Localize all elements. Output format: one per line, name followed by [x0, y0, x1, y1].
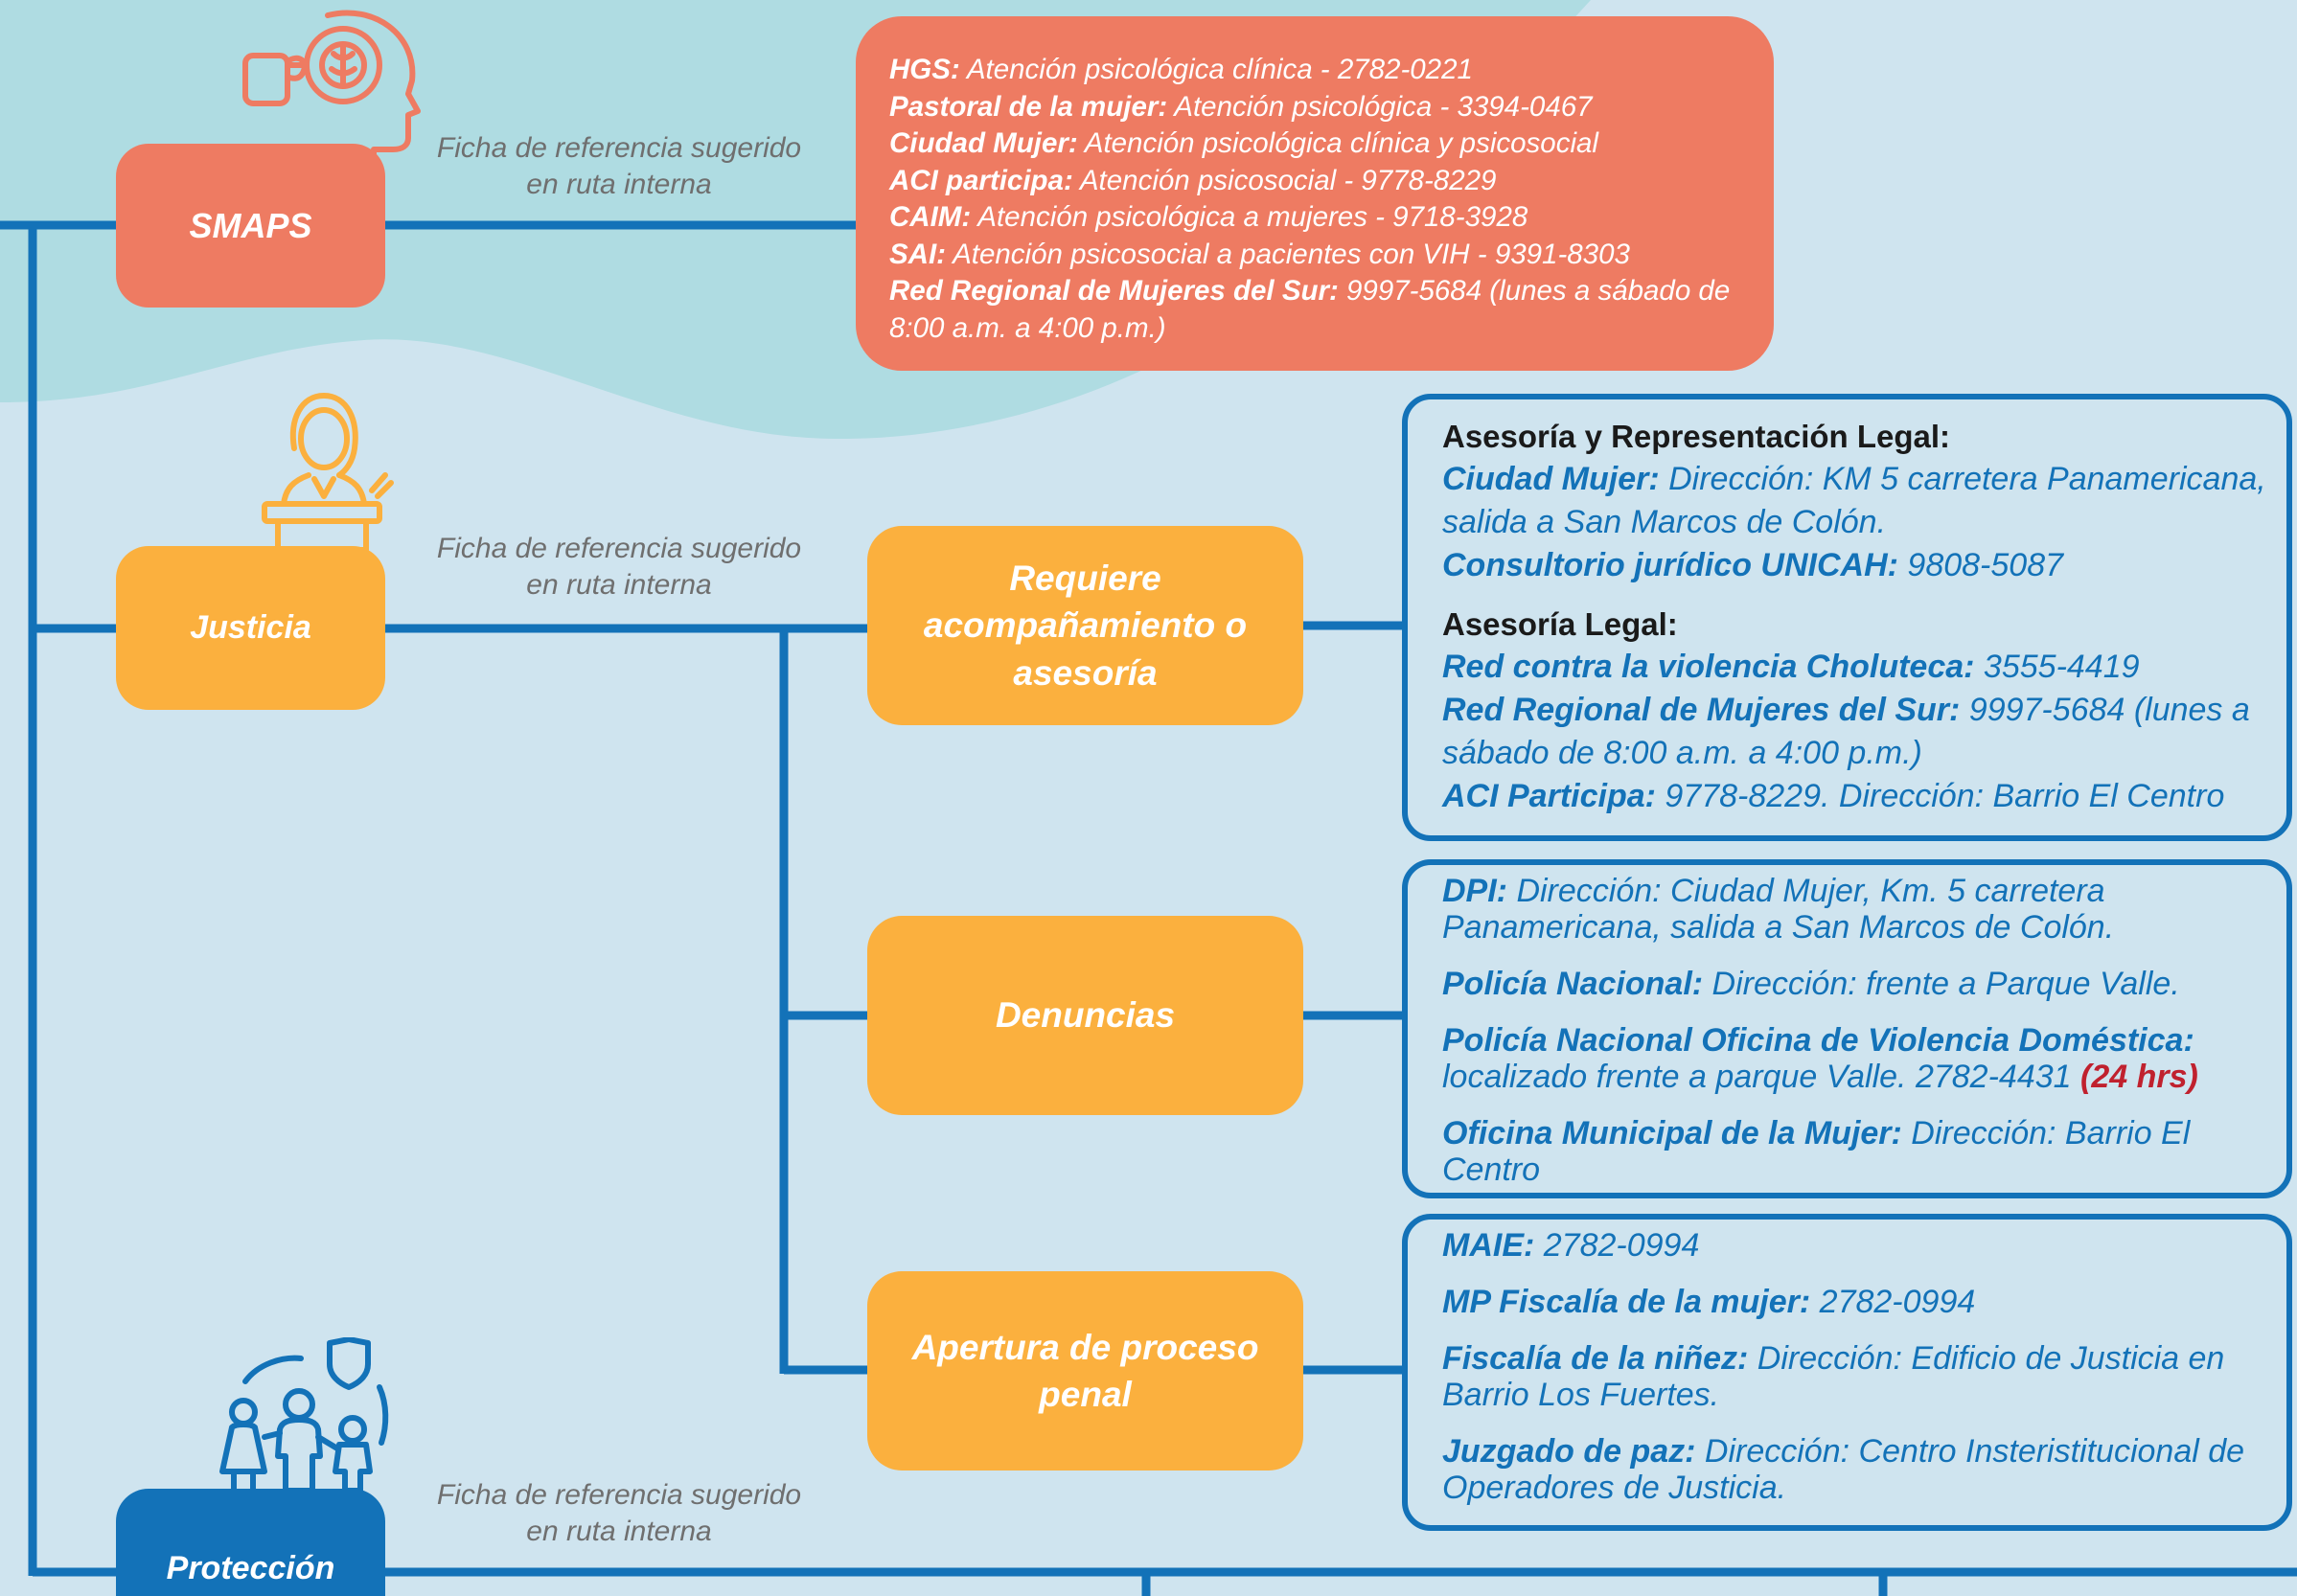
legal-heading-advisory: Asesoría Legal: [1442, 606, 1678, 642]
legal-item: ACI Participa: 9778-8229. Dirección: Bar… [1442, 775, 2275, 818]
service-detail: Atención psicosocial a pacientes con VIH… [946, 238, 1630, 270]
denuncia-item-detail: Dirección: Barrio El Centro [1442, 1115, 2191, 1188]
referral-note-line1: Ficha de referencia sugerido [436, 1479, 802, 1511]
service-name: Pastoral de la mujer: [889, 90, 1168, 123]
referral-note-line1: Ficha de referencia sugerido [436, 533, 802, 564]
service-name: HGS: [889, 54, 960, 85]
service-detail: Atención psicológica clínica - 2782-0221 [959, 54, 1473, 85]
service-name: Red Regional de Mujeres del Sur: [889, 275, 1339, 307]
service-item: CAIM: Atención psicológica a mujeres - 9… [889, 199, 1735, 237]
denuncia-item-name: Policía Nacional: [1442, 966, 1704, 1002]
legal-item-name: Consultorio jurídico UNICAH: [1442, 547, 1898, 583]
legal-item-detail: 9997-5684 (lunes a sábado de 8:00 a.m. a… [1442, 692, 2250, 771]
service-detail: 9997-5684 (lunes a sábado de 8:00 a.m. a… [889, 275, 1731, 344]
legal-item-detail: 3555-4419 [1974, 649, 2140, 685]
penal-item: Fiscalía de la niñez: Dirección: Edifici… [1442, 1340, 2275, 1413]
penal-item-name: Juzgado de paz: [1442, 1433, 1696, 1470]
service-detail: Atención psicológica a mujeres - 9718-39… [971, 201, 1528, 233]
category-justicia: Justicia [116, 546, 385, 710]
penal-item: Juzgado de paz: Dirección: Centro Inster… [1442, 1433, 2275, 1506]
penal-item: MAIE: 2782-0994 [1442, 1227, 2275, 1264]
denuncia-item-name: Oficina Municipal de la Mujer: [1442, 1115, 1902, 1151]
referral-note-line2: en ruta interna [526, 569, 712, 601]
denuncia-item: Policía Nacional: Dirección: frente a Pa… [1442, 966, 2275, 1002]
denuncias-box: DPI: Dirección: Ciudad Mujer, Km. 5 carr… [1402, 859, 2292, 1198]
referral-note-justicia: Ficha de referencia sugerido en ruta int… [402, 531, 836, 604]
service-item: Ciudad Mujer: Atención psicológica clíni… [889, 125, 1735, 163]
category-smaps: SMAPS [116, 144, 385, 308]
legal-item: Ciudad Mujer: Dirección: KM 5 carretera … [1442, 458, 2275, 544]
referral-note-smaps: Ficha de referencia sugerido en ruta int… [402, 130, 836, 203]
service-item: SAI: Atención psicosocial a pacientes co… [889, 237, 1735, 274]
denuncia-item: Policía Nacional Oficina de Violencia Do… [1442, 1022, 2275, 1095]
penal-item-name: MP Fiscalía de la mujer: [1442, 1284, 1811, 1320]
service-item: Red Regional de Mujeres del Sur: 9997-56… [889, 273, 1735, 347]
referral-note-line2: en ruta interna [526, 169, 712, 200]
service-detail: Atención psicosocial - 9778-8229 [1072, 164, 1497, 196]
service-name: ACI participa: [889, 164, 1073, 196]
denuncia-item: DPI: Dirección: Ciudad Mujer, Km. 5 carr… [1442, 873, 2275, 946]
judge-podium-icon [262, 393, 394, 552]
service-item: HGS: Atención psicológica clínica - 2782… [889, 52, 1735, 89]
legal-item-name: ACI Participa: [1442, 778, 1656, 814]
penal-item-name: MAIE: [1442, 1227, 1535, 1264]
service-detail: Atención psicológica - 3394-0467 [1167, 90, 1593, 123]
denuncia-item-detail: Dirección: frente a Parque Valle. [1703, 966, 2180, 1002]
penal-item-detail: Dirección: Edificio de Justicia en Barri… [1442, 1340, 2225, 1413]
penal-item-detail: Dirección: Centro Insteristitucional de … [1442, 1433, 2245, 1506]
penal-item-detail: 2782-0994 [1534, 1227, 1700, 1264]
legal-item: Red contra la violencia Choluteca: 3555-… [1442, 646, 2275, 689]
legal-heading-representation: Asesoría y Representación Legal: [1442, 419, 1951, 454]
service-item: ACI participa: Atención psicosocial - 97… [889, 163, 1735, 200]
penal-item-name: Fiscalía de la niñez: [1442, 1340, 1749, 1377]
service-name: SAI: [889, 238, 946, 270]
proceso-penal-box: MAIE: 2782-0994 MP Fiscalía de la mujer:… [1402, 1214, 2292, 1531]
hours-note: (24 hrs) [2080, 1059, 2198, 1095]
denuncia-item-detail: Dirección: Ciudad Mujer, Km. 5 carretera… [1442, 873, 2115, 946]
service-name: Ciudad Mujer: [889, 127, 1078, 159]
penal-item-detail: 2782-0994 [1810, 1284, 1976, 1320]
referral-note-proteccion: Ficha de referencia sugerido en ruta int… [402, 1477, 836, 1550]
denuncia-item-detail: localizado frente a parque Valle. 2782-4… [1442, 1059, 2080, 1095]
referral-note-line1: Ficha de referencia sugerido [436, 132, 802, 164]
branch-denuncias: Denuncias [867, 916, 1303, 1115]
family-shield-icon [219, 1337, 389, 1493]
legal-item-name: Red contra la violencia Choluteca: [1442, 649, 1975, 685]
denuncia-item-name: Policía Nacional Oficina de Violencia Do… [1442, 1022, 2194, 1059]
legal-item-detail: Dirección: KM 5 carretera Panamericana, … [1442, 461, 2266, 540]
referral-note-line2: en ruta interna [526, 1516, 712, 1547]
branch-proceso-penal: Apertura de proceso penal [867, 1271, 1303, 1471]
legal-item-name: Red Regional de Mujeres del Sur: [1442, 692, 1961, 728]
denuncia-item: Oficina Municipal de la Mujer: Dirección… [1442, 1115, 2275, 1188]
legal-item: Red Regional de Mujeres del Sur: 9997-56… [1442, 689, 2275, 775]
service-name: CAIM: [889, 201, 972, 233]
legal-item-detail: 9778-8229. Dirección: Barrio El Centro [1655, 778, 2225, 814]
legal-item-name: Ciudad Mujer: [1442, 461, 1660, 497]
penal-item: MP Fiscalía de la mujer: 2782-0994 [1442, 1284, 2275, 1320]
category-proteccion: Protección [116, 1489, 385, 1596]
legal-item: Consultorio jurídico UNICAH: 9808-5087 [1442, 544, 2275, 587]
service-detail: Atención psicológica clínica y psicosoci… [1077, 127, 1598, 159]
branch-acompanamiento: Requiere acompañamiento o asesoría [867, 526, 1303, 725]
denuncia-item-name: DPI: [1442, 873, 1507, 909]
head-brain-icon [242, 10, 421, 161]
smaps-services-box: HGS: Atención psicológica clínica - 2782… [856, 16, 1774, 371]
service-item: Pastoral de la mujer: Atención psicológi… [889, 89, 1735, 126]
legal-advisory-box: Asesoría y Representación Legal: Ciudad … [1402, 394, 2292, 841]
legal-item-detail: 9808-5087 [1897, 547, 2064, 583]
